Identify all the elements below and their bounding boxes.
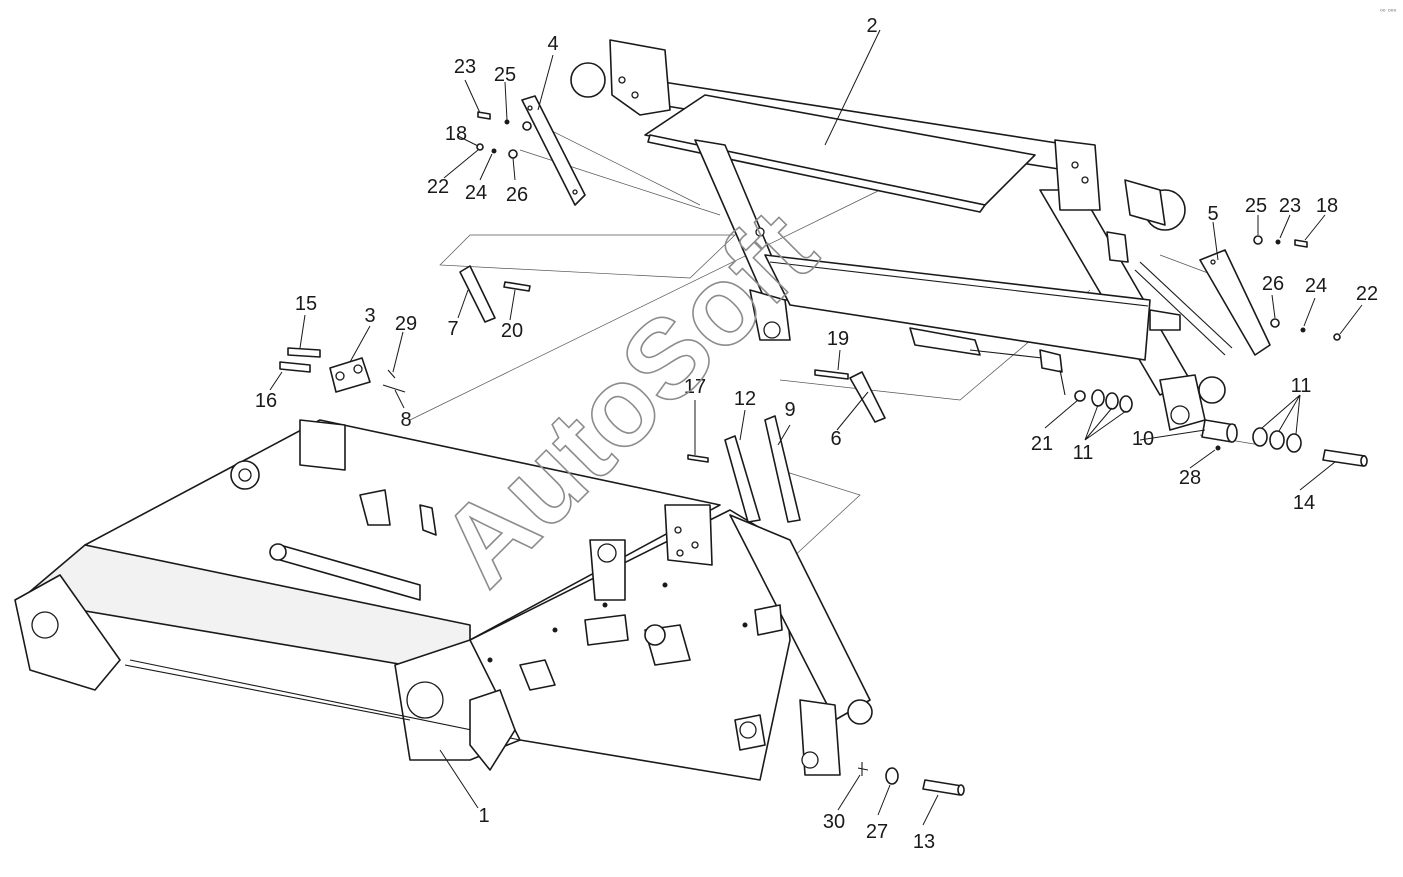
part-15-16-pins (279, 347, 321, 373)
part-12-9-plates (724, 415, 801, 523)
part-13-pin (922, 779, 965, 796)
callout-24-left: 24 (465, 182, 487, 204)
callout-26-left: 26 (506, 184, 528, 206)
callout-9: 9 (784, 399, 795, 421)
callout-8: 8 (400, 409, 411, 431)
callout-18-left: 18 (445, 123, 467, 145)
callout-7: 7 (447, 318, 458, 340)
part-27-washer (885, 767, 899, 785)
lower-frame-part-1 (14, 419, 873, 781)
callout-10: 10 (1132, 428, 1154, 450)
part-30-clip (857, 762, 869, 776)
callout-17: 17 (684, 376, 706, 398)
part-10-bushing (1201, 419, 1238, 443)
callout-11-right: 11 (1291, 375, 1312, 397)
callout-24-right: 24 (1305, 275, 1327, 297)
part-8-29-clips (382, 369, 406, 393)
callout-leaders (269, 29, 1363, 826)
fasteners-left-18-26 (476, 111, 532, 159)
part-21-nut (1074, 390, 1086, 402)
callout-13: 13 (913, 831, 935, 853)
callout-4: 4 (547, 33, 558, 55)
part-5-strap (1199, 249, 1271, 356)
callout-18-right: 18 (1316, 195, 1338, 217)
callout-5: 5 (1207, 203, 1218, 225)
callout-14: 14 (1293, 492, 1315, 514)
callout-27: 27 (866, 821, 888, 843)
callout-30: 30 (823, 811, 845, 833)
callout-2: 2 (866, 15, 877, 37)
upper-frame-part-2 (570, 39, 1233, 431)
part-19-bolt (814, 369, 849, 380)
callout-26-right: 26 (1262, 273, 1284, 295)
callout-6: 6 (830, 428, 841, 450)
callout-23-right: 23 (1279, 195, 1301, 217)
callout-16: 16 (255, 390, 277, 412)
part-28-grease-nipple (1215, 445, 1221, 451)
callout-21: 21 (1031, 433, 1053, 455)
part-7-plate (459, 265, 496, 323)
callout-3: 3 (364, 305, 375, 327)
fasteners-right-18-26 (1253, 235, 1341, 341)
callout-25-left: 25 (494, 64, 516, 86)
part-17-bolt (687, 454, 709, 463)
callout-22-right: 22 (1356, 283, 1378, 305)
part-4-strap (521, 95, 586, 206)
callout-28: 28 (1179, 467, 1201, 489)
callout-labels: 1 2 3 4 5 6 7 8 9 10 11 11 12 13 14 15 1… (255, 15, 1378, 853)
callout-19: 19 (827, 328, 849, 350)
callout-29: 29 (395, 313, 417, 335)
callout-23-left: 23 (454, 56, 476, 78)
part-6-plate (849, 371, 886, 423)
callout-22-left: 22 (427, 176, 449, 198)
callout-20: 20 (501, 320, 523, 342)
callout-1: 1 (478, 805, 489, 827)
part-3-bracket (329, 357, 371, 393)
callout-11-left: 11 (1073, 442, 1094, 464)
callout-12: 12 (734, 388, 756, 410)
corner-mark: ⁰⁰ ⁰⁰⁰ (1380, 8, 1396, 16)
callout-15: 15 (295, 293, 317, 315)
part-11-washers (1091, 389, 1302, 453)
callout-25-right: 25 (1245, 195, 1267, 217)
part-20-bolt (503, 281, 531, 292)
part-14-pin (1322, 449, 1368, 467)
